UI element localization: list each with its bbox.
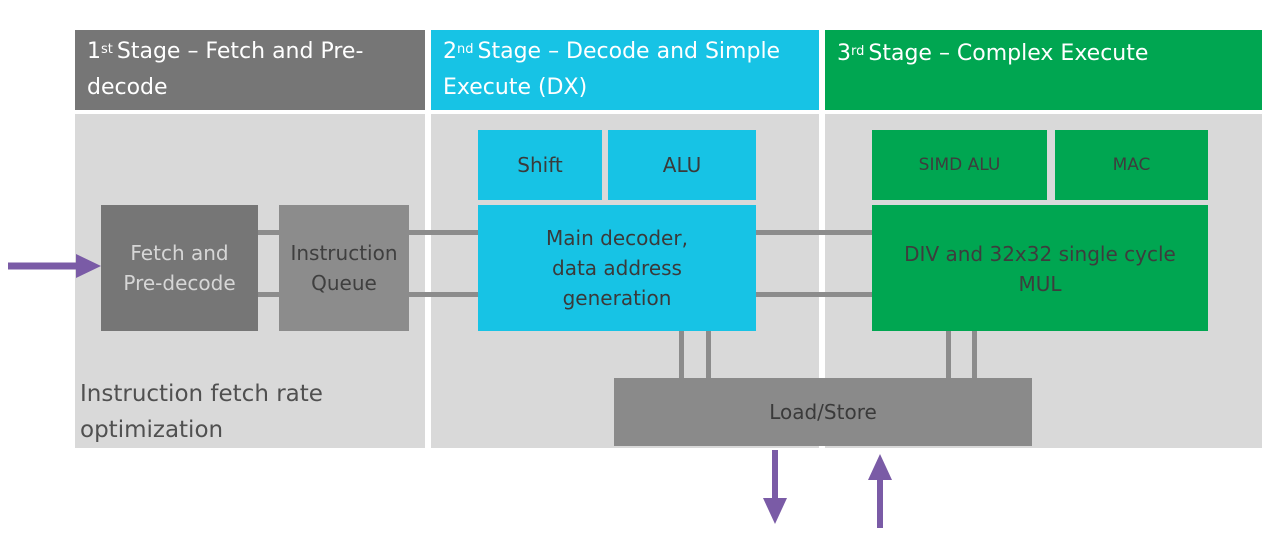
stage-2-number: 2	[443, 39, 457, 64]
stage-3-title: Stage – Complex Execute	[868, 41, 1149, 66]
main-decoder-block: Main decoder, data address generation	[478, 205, 756, 331]
main-decoder-label: Main decoder, data address generation	[546, 226, 688, 310]
mac-block: MAC	[1055, 130, 1208, 200]
stage-1-ordinal: st	[101, 42, 113, 57]
shift-label: Shift	[517, 153, 563, 177]
stage-3-number: 3	[837, 41, 851, 66]
load-down-arrow-icon	[763, 450, 787, 524]
stage-2-title: Stage – Decode and Simple Execute (DX)	[443, 39, 781, 100]
fetch-predecode-label: Fetch and Pre-decode	[123, 241, 236, 295]
mac-label: MAC	[1112, 155, 1151, 175]
alu-label: ALU	[662, 153, 702, 177]
stage-1-title: Stage – Fetch and Pre-decode	[87, 39, 364, 100]
connector-ex-loadstore-2	[972, 330, 977, 380]
shift-block: Shift	[478, 130, 602, 200]
alu-block: ALU	[608, 130, 756, 200]
input-arrow-icon	[8, 254, 101, 278]
connector-dx-loadstore-1	[679, 330, 684, 380]
stage-1-note-text: Instruction fetch rate optimization	[80, 381, 323, 443]
instruction-queue-label: Instruction Queue	[290, 241, 398, 295]
div-mul-label: DIV and 32x32 single cycle MUL	[904, 242, 1176, 296]
simd-alu-block: SIMD ALU	[872, 130, 1047, 200]
stage-2-ordinal: nd	[457, 42, 474, 57]
div-mul-block: DIV and 32x32 single cycle MUL	[872, 205, 1208, 331]
connector-dx-loadstore-2	[706, 330, 711, 380]
load-store-block: Load/Store	[614, 378, 1032, 446]
stage-3-ordinal: rd	[851, 44, 865, 59]
connector-ex-loadstore-1	[946, 330, 951, 380]
instruction-queue-block: Instruction Queue	[279, 205, 409, 331]
stage-1-number: 1	[87, 39, 101, 64]
load-store-label: Load/Store	[769, 400, 877, 424]
store-up-arrow-icon	[868, 454, 892, 528]
fetch-predecode-block: Fetch and Pre-decode	[101, 205, 258, 331]
stage-1-note: Instruction fetch rate optimization	[80, 376, 380, 448]
simd-alu-label: SIMD ALU	[918, 155, 1001, 175]
